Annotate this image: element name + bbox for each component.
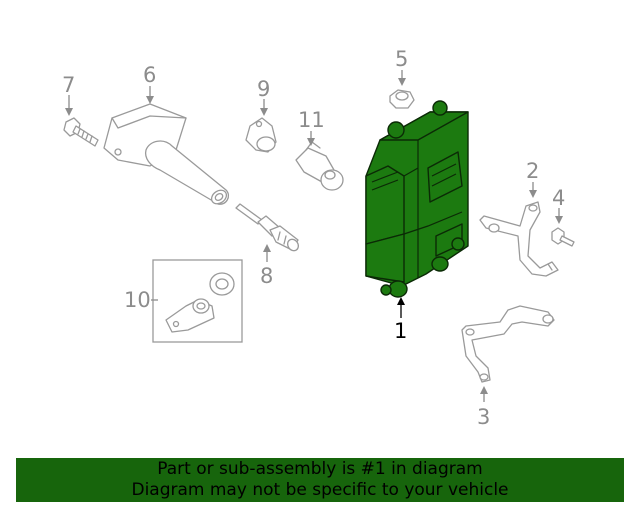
part-9-sensor[interactable] [245, 117, 277, 153]
callout-9[interactable]: 9 [257, 77, 270, 101]
part-6-ignition-coil[interactable] [103, 103, 230, 207]
part-3-bracket[interactable] [461, 305, 555, 383]
callout-11[interactable]: 11 [298, 108, 325, 132]
callout-3[interactable]: 3 [477, 405, 490, 429]
arrow-4 [555, 216, 563, 224]
part-4-bolt[interactable] [551, 227, 575, 247]
part-7-bolt[interactable] [63, 117, 99, 147]
arrow-2 [529, 190, 537, 198]
banner-line-2: Diagram may not be specific to your vehi… [131, 480, 509, 500]
callout-10[interactable]: 10 [124, 288, 151, 312]
callout-7[interactable]: 7 [62, 73, 75, 97]
banner-line-1: Part or sub-assembly is #1 in diagram [157, 459, 483, 479]
arrow-11 [307, 138, 315, 146]
arrow-6 [146, 96, 154, 104]
info-banner: Part or sub-assembly is #1 in diagram Di… [16, 458, 624, 502]
part-10-sensor-kit[interactable] [152, 259, 243, 343]
part-8-sensor[interactable] [235, 203, 301, 253]
arrow-5 [398, 78, 406, 86]
part-1-control-module[interactable] [365, 100, 469, 298]
callout-6[interactable]: 6 [143, 63, 156, 87]
arrow-9 [260, 108, 268, 116]
arrow-3 [480, 386, 488, 394]
callout-8[interactable]: 8 [260, 264, 273, 288]
arrow-8 [263, 244, 271, 252]
callout-4[interactable]: 4 [552, 186, 565, 210]
callout-5[interactable]: 5 [395, 47, 408, 71]
part-5-nut[interactable] [389, 89, 415, 109]
part-2-bracket[interactable] [479, 201, 559, 277]
callout-2[interactable]: 2 [526, 159, 539, 183]
part-11-knock-sensor[interactable] [295, 141, 344, 191]
arrow-7 [65, 108, 73, 116]
callout-1[interactable]: 1 [394, 319, 407, 343]
parts-diagram: 7 6 9 11 5 [62, 47, 575, 429]
arrow-1 [397, 297, 405, 305]
